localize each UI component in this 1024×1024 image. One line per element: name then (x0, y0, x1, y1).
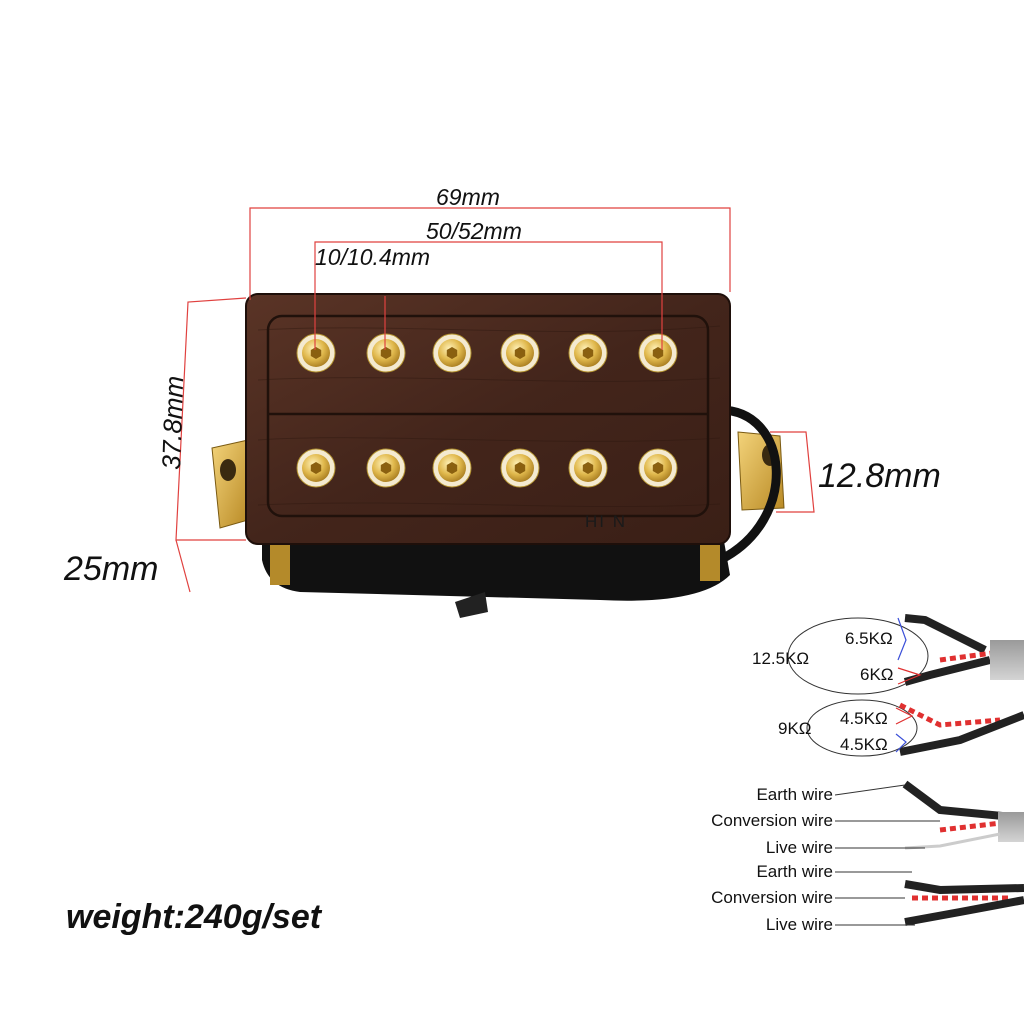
pole-screw-icon (296, 448, 336, 488)
pole-screw-icon (500, 333, 540, 373)
wire-label: Live wire (766, 915, 833, 934)
dimension-lines (175, 207, 815, 593)
neck-total-resistance: 12.5KΩ (752, 649, 809, 668)
resistance-schematic: 12.5KΩ 6.5KΩ 6KΩ 9KΩ 4.5KΩ 4.5KΩ (752, 614, 1024, 757)
lead-wire-icon (902, 780, 1024, 926)
wire-label: Earth wire (756, 785, 833, 804)
neck-coil-a-resistance: 6.5KΩ (845, 629, 893, 648)
dim-width-label: 37.8mm (156, 375, 189, 470)
pole-screw-icon (568, 448, 608, 488)
bridge-coil-b-resistance: 4.5KΩ (840, 735, 888, 754)
wire-label: Conversion wire (711, 888, 833, 907)
dim-pole-pitch-label: 10/10.4mm (315, 244, 430, 270)
bridge-coil-a-resistance: 4.5KΩ (840, 709, 888, 728)
wire-leader-line (834, 784, 906, 796)
dim-height-label: 25mm (63, 550, 158, 588)
pole-screw-icon (568, 333, 608, 373)
pole-screw-icon (432, 333, 472, 373)
pole-screw-icon (366, 333, 406, 373)
cover-marking: HI N (585, 512, 627, 531)
neck-coil-b-resistance: 6KΩ (860, 665, 894, 684)
dim-length-label: 69mm (436, 184, 500, 210)
dim-mount-height-label: 12.8mm (818, 457, 941, 495)
pole-screw-icon (638, 333, 678, 373)
dim-pole-span-label: 50/52mm (426, 218, 522, 244)
humbucker-pickup-icon: HI N (211, 293, 785, 618)
pole-screw-icon (366, 448, 406, 488)
wire-label: Conversion wire (711, 811, 833, 830)
pole-screw-icon (432, 448, 472, 488)
pole-screw-icon (296, 333, 336, 373)
pole-screw-icon (638, 448, 678, 488)
pole-screw-icon (500, 448, 540, 488)
bridge-total-resistance: 9KΩ (778, 719, 812, 738)
wire-label: Earth wire (756, 862, 833, 881)
weight-label: weight:240g/set (66, 898, 323, 936)
wire-label: Live wire (766, 838, 833, 857)
